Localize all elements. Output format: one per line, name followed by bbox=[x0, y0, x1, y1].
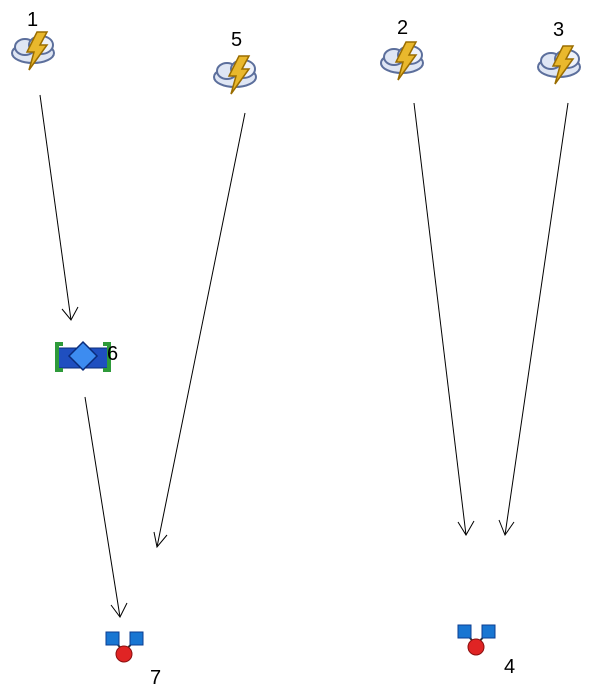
edge-1-to-6 bbox=[39, 94, 79, 321]
edge-2-to-4 bbox=[413, 102, 475, 536]
node-label-7: 7 bbox=[150, 667, 162, 689]
node-label-1: 1 bbox=[27, 9, 39, 31]
node-label-2: 2 bbox=[397, 17, 409, 39]
molecule-icon[interactable] bbox=[105, 631, 144, 663]
storm-cloud-icon[interactable] bbox=[380, 41, 424, 81]
edge-3-to-4 bbox=[498, 102, 569, 537]
node-label-6: 6 bbox=[107, 343, 119, 365]
node-label-4: 4 bbox=[504, 656, 516, 678]
storm-cloud-icon[interactable] bbox=[537, 45, 581, 85]
edge-6-to-7 bbox=[84, 396, 128, 618]
molecule-icon[interactable] bbox=[457, 624, 496, 656]
node-label-5: 5 bbox=[231, 29, 243, 51]
node-label-3: 3 bbox=[553, 19, 565, 41]
blue-diamond-bracket-icon[interactable] bbox=[55, 340, 111, 372]
edge-5-to-7 bbox=[153, 112, 246, 549]
storm-cloud-icon[interactable] bbox=[213, 55, 257, 95]
storm-cloud-icon[interactable] bbox=[11, 31, 55, 71]
